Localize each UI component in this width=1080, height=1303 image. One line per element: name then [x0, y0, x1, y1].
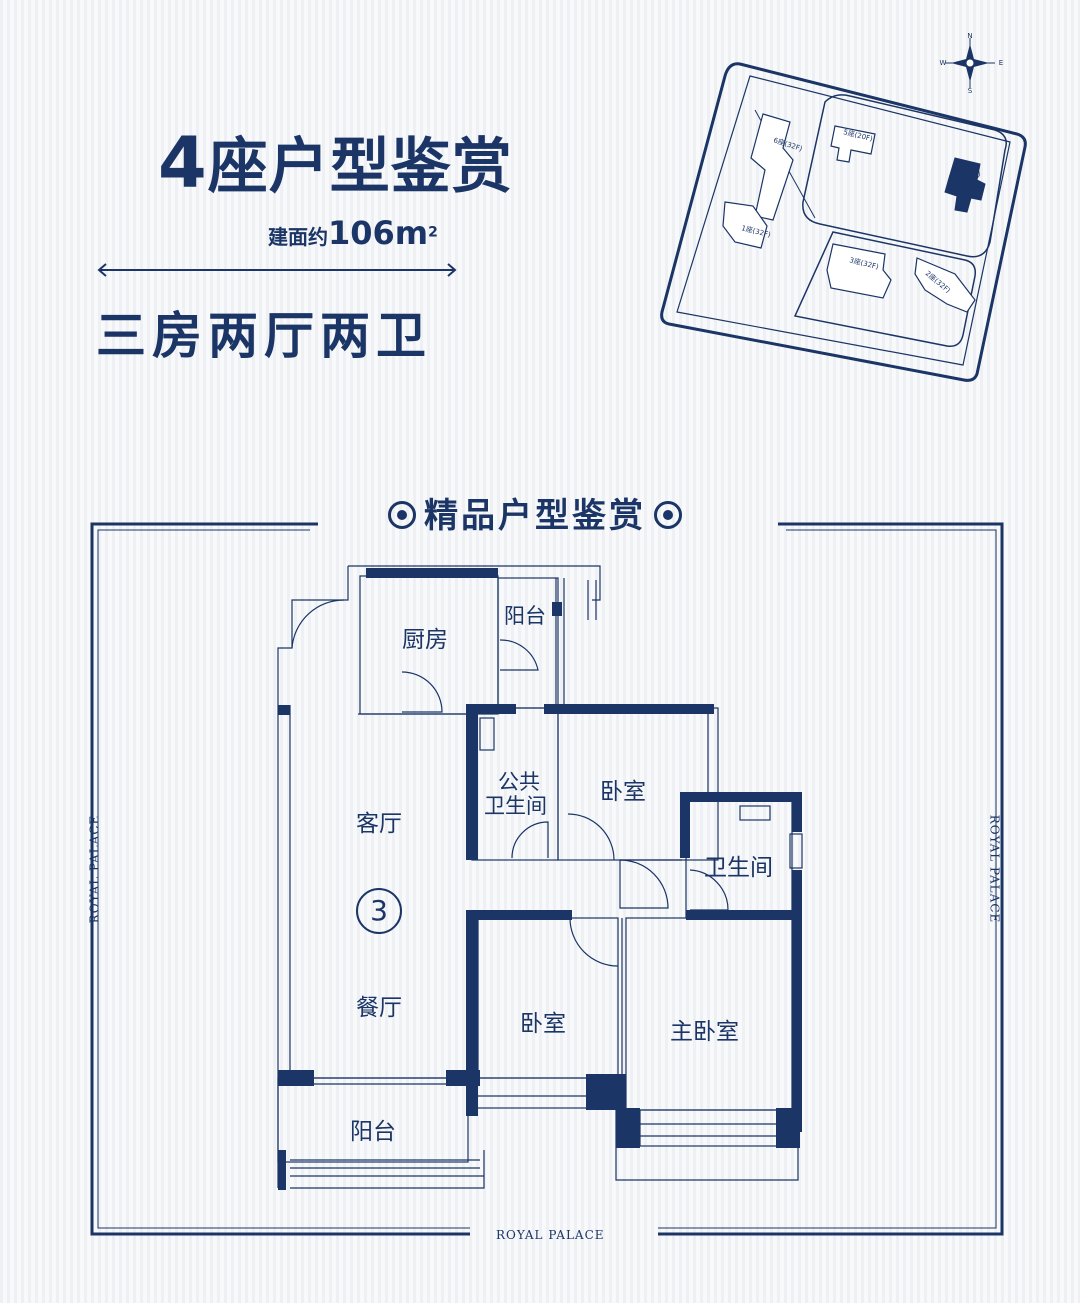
section-title-text: 精品户型鉴赏 [424, 496, 646, 536]
title-text: 座户型鉴赏 [207, 132, 513, 202]
area-label: 建面约106m2 [268, 214, 438, 252]
compass-s: S [968, 87, 973, 95]
compass-icon: N S E W [940, 32, 1004, 95]
room-public-bath-1: 公共 [498, 770, 540, 794]
compass-e: E [999, 59, 1003, 67]
compass-n: N [967, 32, 972, 40]
section-title: 精品户型鉴赏 [380, 488, 690, 537]
room-bedroom-mid: 卧室 [520, 1011, 566, 1037]
area-prefix: 建面约 [268, 225, 328, 249]
area-unit: m [394, 214, 429, 252]
page-title: 4座户型鉴赏 [158, 118, 513, 205]
room-balcony-bottom: 阳台 [350, 1119, 396, 1145]
watermark-bottom: ROYAL PALACE [496, 1228, 605, 1242]
layout-type: 三房两厅两卫 [96, 307, 432, 365]
compass-w: W [940, 59, 947, 67]
unit-number: 3 [356, 888, 402, 934]
room-living: 客厅 [356, 811, 402, 837]
site-plan: N S E W 6座(32F) 5座(20F) 4座(32F) 1座(32F) … [660, 32, 1027, 382]
room-kitchen: 厨房 [402, 627, 448, 653]
room-master: 主卧室 [670, 1019, 739, 1045]
area-value: 106 [328, 214, 395, 252]
area-sup: 2 [428, 224, 438, 241]
title-divider [97, 263, 457, 277]
ornament-left-icon [388, 501, 416, 529]
room-dining: 餐厅 [356, 995, 402, 1021]
room-bedroom-top: 卧室 [600, 779, 646, 805]
room-balcony-top: 阳台 [504, 604, 546, 628]
room-bathroom: 卫生间 [704, 855, 773, 881]
room-public-bath-2: 卫生间 [484, 794, 547, 818]
title-number: 4 [158, 122, 208, 204]
ornament-right-icon [654, 501, 682, 529]
